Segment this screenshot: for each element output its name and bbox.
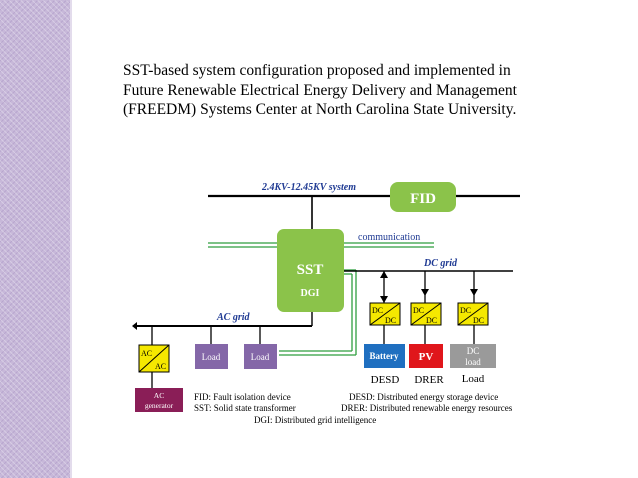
- dc-converter-2: DC DC: [410, 302, 442, 326]
- legend-desd: DESD: Distributed energy storage device: [349, 392, 498, 402]
- legend-drer: DRER: Distributed renewable energy resou…: [341, 403, 513, 413]
- svg-text:DC: DC: [385, 316, 396, 325]
- communication-lines: [208, 242, 434, 356]
- dgi-label: DGI: [301, 288, 320, 299]
- dc-converter-1: DC DC: [369, 302, 401, 326]
- svg-text:DC: DC: [473, 316, 484, 325]
- sst-label: SST: [297, 262, 324, 278]
- svg-text:AC: AC: [141, 349, 152, 358]
- battery-label: Battery: [370, 351, 399, 361]
- mv-bus-label: 2.4KV-12.45KV system: [261, 182, 356, 193]
- svg-text:DC: DC: [413, 306, 424, 315]
- sst-box: [277, 229, 344, 312]
- svg-text:DC: DC: [460, 306, 471, 315]
- ac-load-label-2: Load: [251, 352, 270, 362]
- dc-converter-3: DC DC: [457, 302, 489, 326]
- ac-generator-label-line2: generator: [145, 401, 174, 410]
- ac-load-box-1: [195, 344, 228, 369]
- desd-label: DESD: [371, 374, 400, 386]
- dc-load-label-line1: DC: [467, 346, 480, 356]
- dc-grid-label: DC grid: [423, 258, 458, 269]
- svg-text:DC: DC: [372, 306, 383, 315]
- communication-label: communication: [358, 232, 420, 243]
- pv-box: [409, 344, 443, 368]
- legend-fid: FID: Fault isolation device: [194, 392, 291, 402]
- dc-load-label-line2: load: [465, 357, 481, 367]
- dc-branch-arrows: [380, 271, 478, 303]
- battery-box: [364, 344, 405, 368]
- load-label: Load: [462, 373, 485, 385]
- svg-text:DC: DC: [426, 316, 437, 325]
- ac-branch-lines: [151, 326, 261, 388]
- ac-generator-box: [135, 388, 183, 412]
- ac-load-box-2: [244, 344, 277, 369]
- ac-generator-label-line1: AC: [154, 391, 164, 400]
- dc-load-box: [450, 344, 496, 368]
- fid-box: [390, 182, 456, 212]
- sidebar-edge: [70, 0, 72, 478]
- ac-converter: AC AC: [138, 344, 170, 373]
- legend-dgi: DGI: Distributed grid intelligence: [254, 415, 376, 425]
- ac-load-label-1: Load: [202, 352, 221, 362]
- svg-text:AC: AC: [155, 362, 166, 371]
- ac-grid-arrow: [132, 322, 137, 330]
- slide-caption: SST-based system configuration proposed …: [123, 62, 517, 118]
- pv-label: PV: [419, 351, 434, 363]
- fid-label: FID: [410, 191, 436, 207]
- ac-grid-label: AC grid: [216, 312, 251, 323]
- decorative-sidebar: [0, 0, 70, 478]
- legend-sst: SST: Solid state transformer: [194, 403, 296, 413]
- drer-label: DRER: [414, 374, 444, 386]
